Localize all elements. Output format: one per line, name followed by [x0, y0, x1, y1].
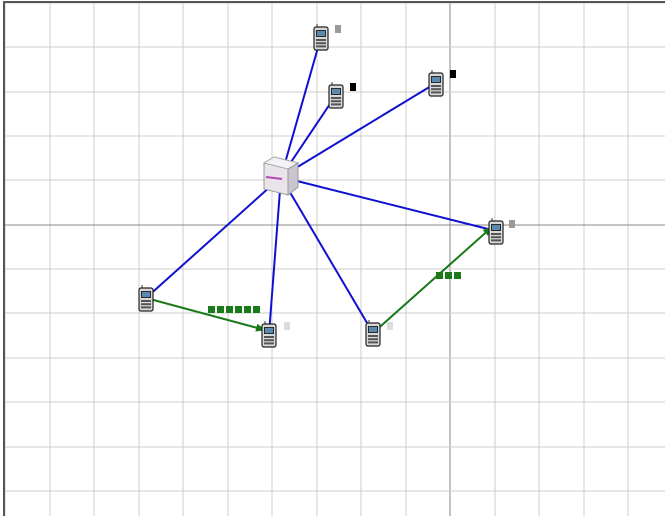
- data-flow-n5-n6: [145, 297, 266, 332]
- status-indicator-n3: [450, 70, 456, 78]
- mobile-phone-icon-n5[interactable]: [138, 285, 154, 312]
- status-indicator-n4: [509, 220, 515, 228]
- mobile-phone-icon-n3[interactable]: [428, 70, 444, 97]
- queued-packet: [253, 306, 260, 313]
- wireless-link-ap-n6: [268, 176, 282, 335]
- phone-keypad-row: [141, 306, 151, 309]
- mobile-phone-icon-n4[interactable]: [488, 218, 504, 245]
- wireless-links-layer: [145, 36, 497, 335]
- router-box-stripe: [265, 176, 283, 180]
- phone-keypad-row: [491, 239, 501, 242]
- queued-packet: [226, 306, 233, 313]
- router-box-side: [287, 162, 299, 197]
- status-indicator-n7: [387, 322, 393, 330]
- phone-keypad-row: [331, 103, 341, 106]
- phone-keypad-row: [491, 233, 501, 235]
- canvas-frame: [3, 1, 665, 516]
- phone-display: [369, 327, 377, 332]
- queued-packet: [235, 306, 242, 313]
- router-box-icon[interactable]: [262, 156, 300, 197]
- phone-keypad-row: [141, 300, 151, 302]
- phone-keypad-row: [368, 335, 378, 337]
- mobile-phone-icon-n2[interactable]: [328, 82, 344, 109]
- phone-keypad-row: [368, 338, 378, 341]
- queued-packet: [445, 272, 452, 279]
- phone-keypad-row: [264, 339, 274, 342]
- status-indicator-n1: [335, 25, 341, 33]
- wireless-link-ap-n1: [280, 36, 322, 178]
- mobile-phone-icon-n1[interactable]: [313, 24, 329, 51]
- phone-keypad-row: [431, 88, 441, 91]
- phone-display: [142, 292, 150, 297]
- grid-layer: [4, 2, 665, 516]
- phone-display: [265, 328, 273, 333]
- phone-display: [432, 77, 440, 82]
- phone-display: [332, 89, 340, 94]
- queued-packet: [244, 306, 251, 313]
- phone-keypad-row: [331, 97, 341, 99]
- phone-keypad-row: [264, 342, 274, 345]
- phone-keypad-row: [264, 336, 274, 338]
- phone-keypad-row: [491, 236, 501, 239]
- queued-packet: [454, 272, 461, 279]
- phone-display: [317, 31, 325, 36]
- wireless-link-ap-n3: [280, 82, 437, 178]
- data-flows-layer: [145, 226, 493, 334]
- status-indicator-n6: [284, 322, 290, 330]
- status-indicator-n2: [350, 83, 356, 91]
- nodes-layer: [138, 24, 515, 348]
- phone-keypad-row: [368, 341, 378, 344]
- data-flow-n7-n4: [372, 226, 493, 334]
- wireless-link-ap-n4: [280, 176, 497, 232]
- phone-keypad-row: [316, 39, 326, 41]
- queued-packet: [217, 306, 224, 313]
- queued-packet: [436, 272, 443, 279]
- phone-keypad-row: [316, 42, 326, 45]
- phone-keypad-row: [431, 91, 441, 94]
- wireless-link-ap-n5: [145, 176, 282, 299]
- mobile-phone-icon-n6[interactable]: [261, 321, 277, 348]
- phone-display: [492, 225, 500, 230]
- mobile-phone-icon-n7[interactable]: [365, 320, 381, 347]
- queued-packet: [208, 306, 215, 313]
- phone-keypad-row: [431, 85, 441, 87]
- phone-keypad-row: [141, 303, 151, 306]
- phone-keypad-row: [316, 45, 326, 48]
- wireless-link-ap-n7: [280, 176, 374, 334]
- phone-keypad-row: [331, 100, 341, 103]
